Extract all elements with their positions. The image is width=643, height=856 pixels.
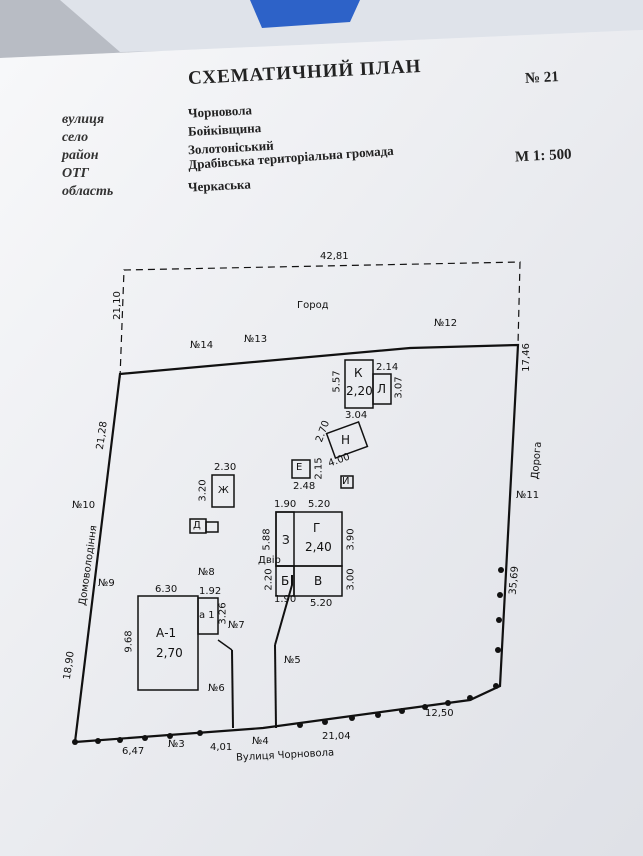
dim-bottom-mid: 21,04 bbox=[322, 731, 351, 742]
label-yard: Двір bbox=[258, 555, 281, 566]
point-5: №5 bbox=[284, 655, 301, 666]
bld-g-height: 2,40 bbox=[305, 540, 332, 554]
bld-l-name: Л bbox=[377, 382, 387, 396]
bld-k-name: К bbox=[354, 366, 363, 380]
point-8: №8 bbox=[198, 567, 215, 578]
bld-b-w: 1.90 bbox=[274, 594, 297, 605]
folder-print bbox=[250, 0, 360, 28]
bld-b-h: 2.20 bbox=[263, 568, 275, 591]
building-i bbox=[340, 475, 354, 489]
label-district: район bbox=[62, 148, 99, 163]
bld-z-w: 1.90 bbox=[274, 499, 297, 510]
bld-a1-name: А-1 bbox=[156, 626, 177, 640]
bld-g-name: Г bbox=[313, 521, 321, 535]
bld-z-h: 5.88 bbox=[261, 528, 273, 551]
dim-top: 42,81 bbox=[320, 251, 349, 262]
point-13: №13 bbox=[244, 334, 268, 345]
dim-right-top: 17,46 bbox=[520, 343, 532, 372]
point-9: №9 bbox=[98, 578, 115, 589]
bld-b-name: Б bbox=[281, 574, 290, 588]
fence-left bbox=[231, 649, 234, 729]
building-a1 bbox=[137, 595, 199, 691]
bld-l-w: 2.14 bbox=[376, 362, 399, 373]
building-l bbox=[372, 373, 392, 405]
parcel-boundary bbox=[73, 343, 520, 744]
bld-e-name: Е bbox=[296, 462, 303, 473]
bld-g-h: 3.90 bbox=[345, 528, 357, 551]
building-v bbox=[293, 565, 343, 597]
bld-k-w: 3.04 bbox=[345, 410, 368, 421]
point-11: №11 bbox=[516, 490, 540, 501]
bld-zh-name: Ж bbox=[218, 485, 229, 496]
dim-bottom-right: 12,50 bbox=[425, 708, 454, 719]
value-street: Чорновола bbox=[187, 102, 253, 121]
label-street: вулиця bbox=[62, 112, 105, 127]
bld-z-name: З bbox=[282, 533, 290, 547]
dim-bottom-left: 6,47 bbox=[122, 746, 145, 757]
building-e bbox=[291, 459, 311, 479]
bld-n-name: Н bbox=[341, 433, 351, 447]
fence-right bbox=[274, 575, 293, 646]
bld-e-h: 2.15 bbox=[313, 457, 325, 480]
label-otg: ОТГ bbox=[62, 166, 90, 181]
point-10: №10 bbox=[72, 500, 96, 511]
label-village: село bbox=[62, 130, 89, 145]
plan-scale: М 1: 500 bbox=[514, 146, 573, 166]
bld-i-name: И bbox=[342, 476, 350, 487]
bld-v-w: 5.20 bbox=[310, 598, 333, 609]
dim-bottom-gate: 4,01 bbox=[210, 742, 233, 753]
garden-boundary bbox=[119, 261, 521, 379]
plan-number: № 21 bbox=[524, 69, 560, 87]
bld-a1-height: 2,70 bbox=[156, 646, 183, 660]
label-region: область bbox=[62, 184, 114, 199]
point-6: №6 bbox=[208, 683, 225, 694]
point-4: №4 bbox=[252, 736, 269, 747]
value-region: Черкаська bbox=[187, 176, 252, 195]
bld-v-name: В bbox=[314, 574, 323, 588]
building-a1-annex bbox=[197, 597, 219, 635]
point-14: №14 bbox=[190, 340, 214, 351]
point-7: №7 bbox=[228, 620, 245, 631]
bld-zh-w: 2.30 bbox=[214, 462, 237, 473]
bld-k-height: 2,20 bbox=[346, 384, 373, 398]
fence-posts bbox=[72, 567, 504, 745]
building-n bbox=[325, 421, 369, 459]
bld-zh-h: 3.20 bbox=[197, 479, 209, 502]
bld-a-name: а 1 bbox=[199, 610, 215, 621]
dim-top-left: 21,10 bbox=[111, 291, 123, 320]
bld-l-h: 3.07 bbox=[393, 376, 405, 399]
bld-k-h: 5.57 bbox=[331, 370, 343, 393]
point-12: №12 bbox=[434, 318, 458, 329]
label-garden: Город bbox=[297, 300, 329, 311]
bld-e-w: 2.48 bbox=[293, 481, 316, 492]
bld-a-h: 3.26 bbox=[217, 602, 229, 625]
bld-d-name: Д bbox=[193, 520, 201, 531]
bld-a1-w: 6.30 bbox=[155, 584, 178, 595]
point-3: №3 bbox=[168, 739, 185, 750]
bld-g-w: 5.20 bbox=[308, 499, 331, 510]
building-zh bbox=[211, 474, 235, 508]
bld-a1-h: 9.68 bbox=[123, 630, 135, 653]
bld-v-h: 3.00 bbox=[345, 568, 357, 591]
bld-a-w: 1.92 bbox=[199, 586, 222, 597]
